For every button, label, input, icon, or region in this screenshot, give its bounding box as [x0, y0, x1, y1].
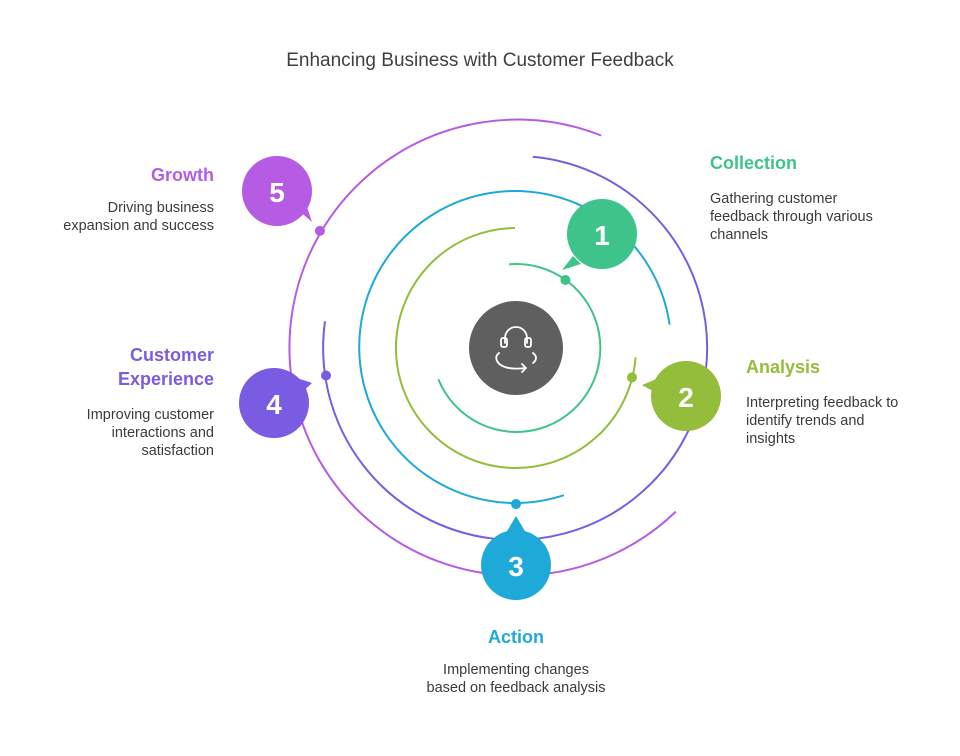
diagram-title: Enhancing Business with Customer Feedbac… [286, 50, 674, 71]
step-5-title: Growth [151, 165, 214, 185]
center-hub [469, 301, 563, 395]
step-1-title: Collection [710, 153, 798, 173]
step-3-description: Implementing changes based on feedback a… [366, 661, 666, 697]
step-4-description: Improving customer interactions and sati… [87, 406, 214, 460]
step-2-description-line: Interpreting feedback to [746, 395, 899, 411]
step-4-description-line: Improving customer [86, 407, 214, 423]
step-5-description-line: expansion and success [63, 218, 214, 234]
step-2-badge: 2 [651, 361, 721, 431]
step-3-number: 3 [508, 551, 524, 582]
step-1-description-line: Gathering customer [710, 191, 838, 207]
step-1-number: 1 [594, 220, 610, 251]
step-4-badge: 4 [239, 368, 309, 438]
pointer-3 [506, 516, 526, 533]
step-4-title: Customer Experience [118, 343, 214, 391]
step-5-description: Driving business expansion and success [63, 199, 214, 235]
step-2-number: 2 [678, 382, 694, 413]
step-5-description-line: Driving business [107, 200, 214, 216]
step-2-description: Interpreting feedback to identify trends… [746, 394, 898, 448]
step-5-number: 5 [269, 177, 285, 208]
step-4-title-line: Customer [129, 345, 214, 365]
step-1-description-line: channels [710, 227, 769, 243]
ring-4-customer-experience [322, 155, 709, 541]
step-5-badge: 5 [242, 156, 312, 226]
dot-2 [627, 372, 637, 383]
step-3-badge: 3 [481, 530, 551, 600]
step-3-description-line: Implementing changes [443, 662, 589, 678]
step-3-title: Action [488, 627, 544, 647]
step-2-description-line: identify trends and [746, 413, 865, 429]
step-3-description-line: based on feedback analysis [426, 680, 606, 696]
step-1-badge: 1 [567, 199, 637, 269]
step-4-title-line: Experience [117, 369, 214, 389]
dot-1 [560, 275, 571, 285]
step-1-description: Gathering customer feedback through vari… [710, 190, 873, 244]
headset-cycle-icon [495, 326, 537, 373]
step-4-description-line: satisfaction [141, 443, 214, 459]
pointer-1 [562, 256, 581, 270]
dot-3 [511, 499, 521, 509]
step-2-description-line: insights [746, 431, 796, 447]
step-4-number: 4 [266, 389, 282, 420]
step-4-description-line: interactions and [111, 425, 214, 441]
dot-4 [321, 370, 331, 381]
step-1-description-line: feedback through various [710, 209, 873, 225]
ring-2-analysis [395, 227, 637, 469]
step-2-title: Analysis [746, 357, 821, 377]
dot-5 [314, 225, 325, 236]
